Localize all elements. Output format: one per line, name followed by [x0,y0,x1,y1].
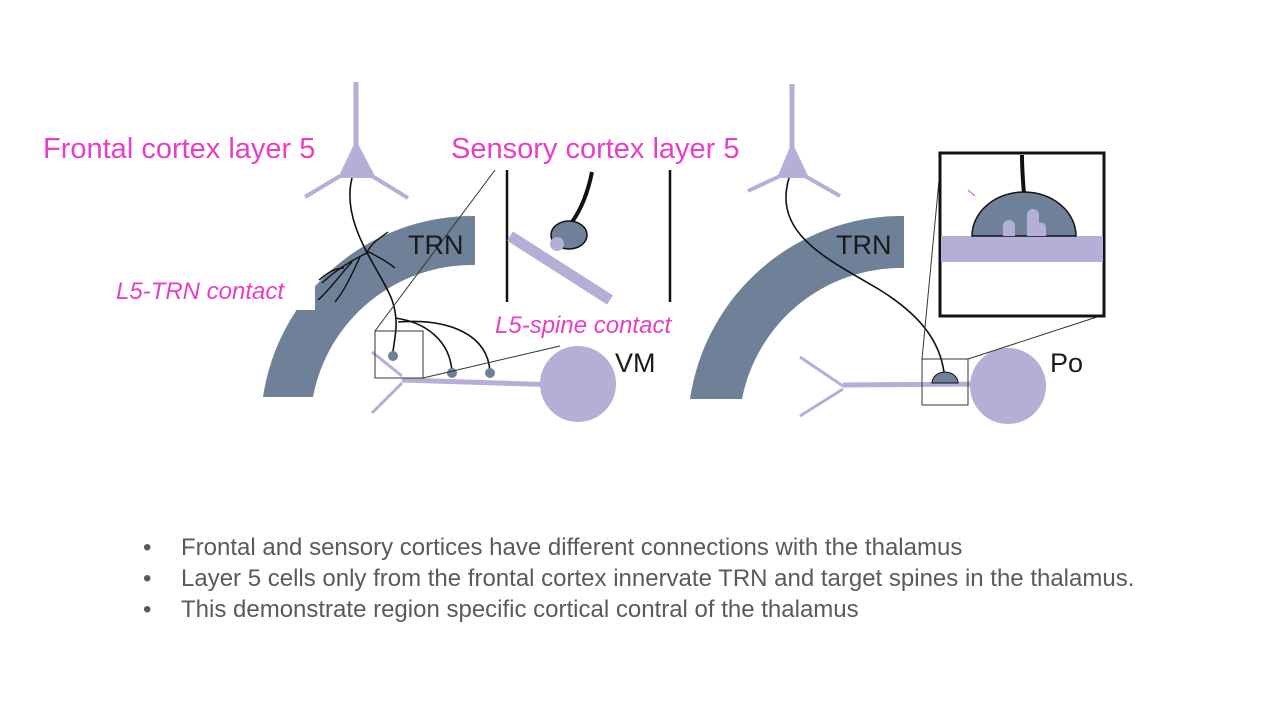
spine-inset-right [938,151,1106,318]
bullet-text: This demonstrate region specific cortica… [181,596,859,623]
spine-zoom-box-left [374,330,424,379]
zoom-line-right-2 [967,315,1101,360]
sensory-cortex-label: Sensory cortex layer 5 [451,133,740,165]
zoom-line-left-1 [374,169,496,332]
frontal-axon [349,177,397,353]
bullet-item: • Layer 5 cells only from the frontal cor… [143,563,1143,594]
trn-label-left: TRN [408,230,464,260]
bullet-marker: • [143,596,152,623]
trn-label-backdrop [100,268,315,310]
bullet-item: • Frontal and sensory cortices have diffe… [143,532,1143,563]
sensory-pyramidal-neuron [747,84,841,198]
bullet-text: Frontal and sensory cortices have differ… [181,534,963,561]
frontal-axon-branch-1 [394,317,453,373]
thalamus-connectivity-diagram: Frontal cortex layer 5 Sensory cortex la… [43,82,1106,424]
vm-label: VM [615,348,656,378]
zoom-line-right-1 [921,169,941,360]
spine-inset-left [505,168,673,305]
vm-relay-neuron [370,346,616,422]
bullet-item: • This demonstrate region specific cortic… [143,594,1143,625]
bullet-marker: • [143,534,152,561]
bullet-marker: • [143,565,152,592]
frontal-cortex-label: Frontal cortex layer 5 [43,133,315,165]
spine-zoom-box-right [921,358,969,406]
po-label: Po [1050,348,1083,378]
frontal-axon-branch-2 [397,320,491,373]
trn-band-left [263,215,475,397]
frontal-panel [100,82,673,422]
l5-spine-contact-label: L5-spine contact [495,312,672,339]
vm-boutons [388,351,495,378]
po-bouton [931,371,959,384]
trn-arborization [317,231,396,303]
bullet-text: Layer 5 cells only from the frontal cort… [181,565,1135,592]
summary-bullet-list: • Frontal and sensory cortices have diffe… [143,532,1143,625]
sensory-panel [690,84,1106,424]
trn-label-right: TRN [836,230,892,260]
trn-band-right [690,215,904,399]
zoom-line-left-2 [422,345,561,379]
l5-trn-contact-label: L5-TRN contact [116,278,285,305]
po-relay-neuron [799,348,1046,424]
sensory-axon [785,177,945,373]
frontal-pyramidal-neuron [303,82,410,200]
